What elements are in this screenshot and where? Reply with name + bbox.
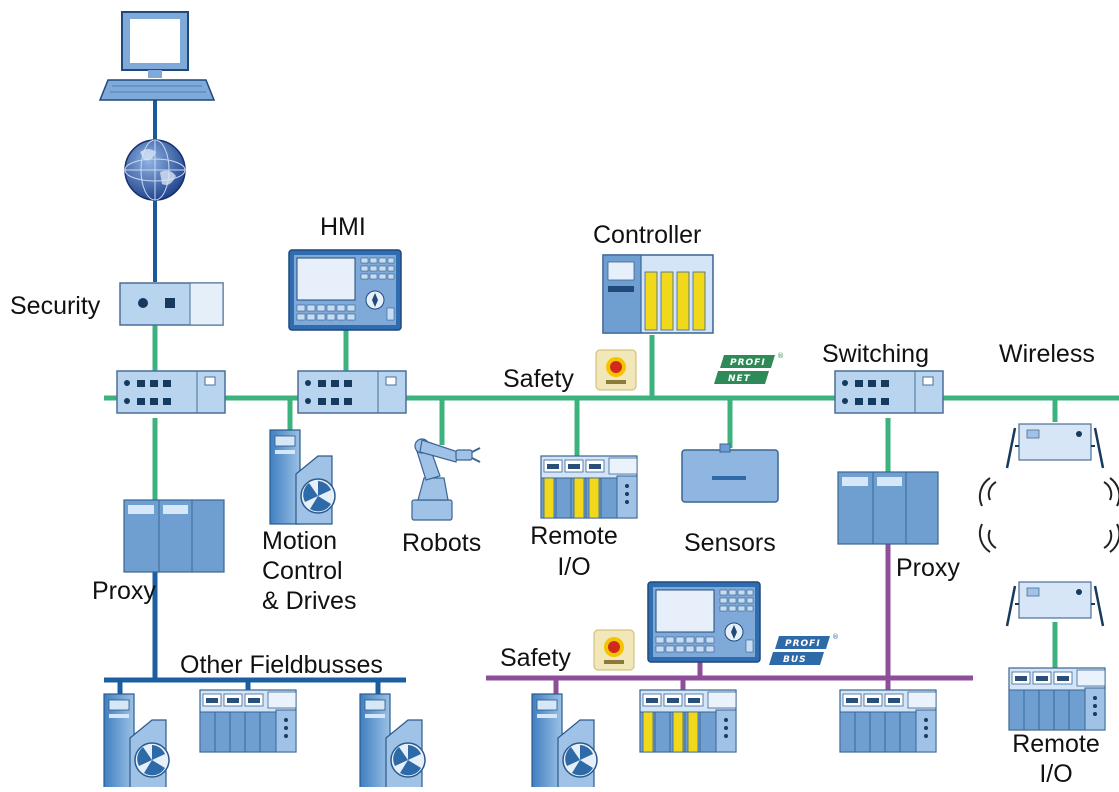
svg-text:PROFI: PROFI (730, 358, 766, 368)
safety-estop-icon-top (595, 349, 637, 391)
label-safety-bottom: Safety (500, 644, 571, 672)
fieldbus-drive-icon-left (103, 693, 170, 789)
remote-io-safety-icon (541, 456, 637, 518)
label-remote-io-right: Remote I/O (996, 729, 1116, 789)
label-controller: Controller (593, 221, 702, 249)
wireless-remote-io-icon (1008, 667, 1106, 731)
svg-text:NET: NET (728, 374, 751, 384)
security-appliance-icon (119, 282, 224, 326)
switch-icon-hmi (297, 370, 407, 414)
label-wireless: Wireless (999, 340, 1095, 368)
svg-text:®: ® (832, 633, 839, 641)
label-remote-io-center-line-1: Remote (530, 522, 618, 550)
profinet-logo: PROFI NET ® (714, 352, 784, 384)
label-switching: Switching (822, 340, 929, 368)
label-safety-top: Safety (503, 365, 574, 393)
profibus-remote-io-icon (839, 689, 937, 753)
profibus-remote-io-safety-icon (640, 690, 736, 752)
wireless-access-point-bottom-icon (1005, 580, 1105, 628)
label-proxy-right: Proxy (896, 554, 960, 582)
label-sensors: Sensors (684, 529, 776, 557)
sensor-icon (681, 443, 779, 503)
svg-text:®: ® (777, 352, 784, 360)
label-security: Security (10, 292, 101, 320)
label-robots: Robots (402, 529, 482, 557)
robot-arm-icon (411, 438, 481, 521)
switch-icon-left (116, 370, 226, 414)
proxy-icon-right (837, 471, 939, 545)
profibus-hmi-icon (647, 581, 761, 663)
profibus-drive-icon (531, 693, 598, 789)
wireless-signal-icon (978, 477, 1119, 553)
wireless-access-point-top-icon (1005, 422, 1105, 470)
controller-icon (602, 254, 714, 334)
label-other-fieldbusses: Other Fieldbusses (180, 651, 383, 679)
label-motion-control-line-2: Control (262, 557, 343, 585)
label-remote-io-right-line-1: Remote (1012, 730, 1100, 758)
globe-icon (124, 139, 186, 201)
label-hmi: HMI (320, 213, 366, 241)
profinet-links (104, 325, 1119, 668)
label-proxy-left: Proxy (92, 577, 156, 605)
label-motion-control-line-1: Motion (262, 527, 338, 555)
profibus-logo: PROFI BUS ® (769, 633, 839, 665)
hmi-panel-icon (288, 249, 402, 331)
proxy-icon-left (123, 499, 225, 573)
label-remote-io-center-line-2: I/O (557, 553, 591, 581)
label-motion-control: Motion Control & Drives (262, 526, 356, 616)
svg-text:BUS: BUS (783, 655, 807, 665)
label-remote-io-right-line-2: I/O (1039, 760, 1073, 788)
safety-estop-icon-bottom (593, 629, 635, 671)
svg-text:PROFI: PROFI (785, 639, 821, 649)
fieldbus-remote-io-icon (199, 689, 297, 753)
computer-icon (98, 11, 216, 101)
switch-icon-switching (834, 370, 944, 414)
label-remote-io-center: Remote I/O (520, 521, 628, 583)
fieldbus-drive-icon-right (359, 693, 426, 789)
label-motion-control-line-3: & Drives (262, 587, 357, 615)
fieldbus-links (104, 572, 406, 696)
motion-drive-icon (269, 429, 336, 525)
